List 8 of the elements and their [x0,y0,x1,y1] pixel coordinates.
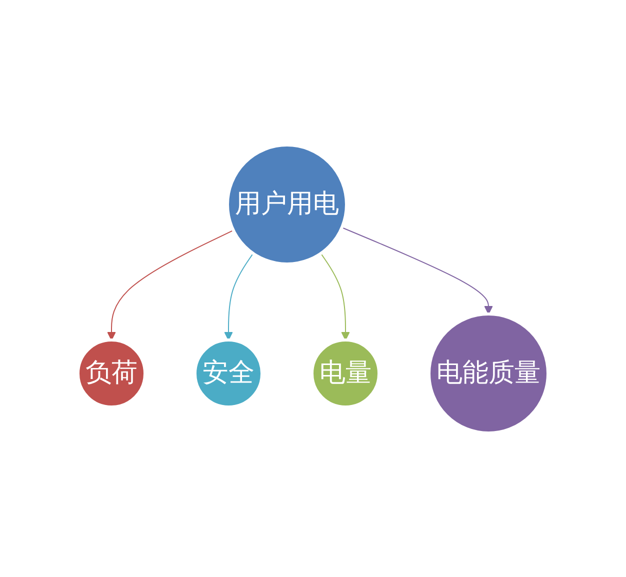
arrow [341,226,493,314]
node-circle: 电量 [310,338,380,408]
arrow [224,252,254,340]
arrow [320,252,350,340]
node-circle: 电能质量 [428,312,550,434]
arrow [107,229,234,340]
node-circle: 负荷 [76,338,146,408]
node-circle: 安全 [194,338,264,408]
